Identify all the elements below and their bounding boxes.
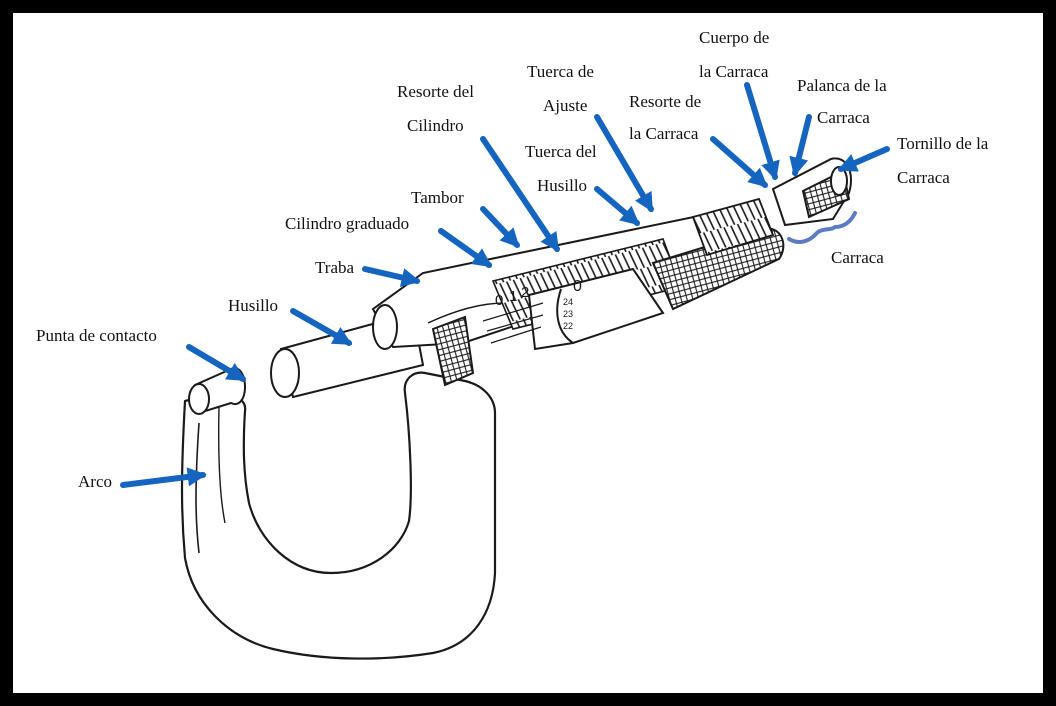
- arrow-resorte-carraca: [710, 136, 768, 188]
- thimble-number: 24: [563, 297, 573, 307]
- micrometer-illustration: 0 1 2 0 24 23 22: [120, 82, 890, 660]
- sleeve-digit: 2: [521, 284, 529, 301]
- label-tuerca-husillo-line1: Tuerca del: [525, 142, 597, 161]
- ratchet-spring: [691, 197, 775, 257]
- label-resorte-cilindro-line1: Resorte del: [397, 82, 474, 101]
- diagram-canvas: 0 1 2 0 24 23 22 Punta de contacto Arco …: [13, 13, 1043, 693]
- arrow-tornillo-carraca: [837, 146, 890, 172]
- label-husillo: Husillo: [228, 296, 279, 315]
- thimble: [482, 267, 665, 351]
- sleeve-digit: 0: [495, 292, 503, 309]
- frame-arc: [180, 371, 497, 660]
- label-arco: Arco: [78, 472, 112, 491]
- label-tornillo-carraca-line2: Carraca: [897, 168, 950, 187]
- arrow-palanca-carraca: [789, 114, 812, 177]
- label-tuerca-ajuste-line2: Ajuste: [543, 96, 588, 115]
- label-tambor: Tambor: [411, 188, 464, 207]
- arrow-tambor: [480, 206, 520, 248]
- label-tuerca-husillo-line2: Husillo: [537, 176, 588, 195]
- label-traba: Traba: [315, 258, 355, 277]
- thimble-number: 22: [563, 321, 573, 331]
- thimble-number: 23: [563, 309, 573, 319]
- label-resorte-carraca-line2: la Carraca: [629, 124, 699, 143]
- arrow-husillo: [290, 308, 353, 346]
- sleeve-digit: 1: [509, 288, 517, 305]
- lock-knurl: [431, 315, 475, 387]
- arrow-cuerpo-carraca: [744, 82, 780, 181]
- arrow-resorte-cilindro: [480, 136, 560, 253]
- label-tornillo-carraca-line1: Tornillo de la: [897, 134, 989, 153]
- carraca-brace: [787, 211, 857, 244]
- arrow-punta-contacto: [186, 344, 247, 382]
- arrow-arco: [120, 467, 207, 488]
- arrow-cilindro-graduado: [438, 228, 493, 268]
- thimble-zero: 0: [573, 278, 582, 295]
- label-resorte-carraca-line1: Resorte de: [629, 92, 702, 111]
- label-carraca: Carraca: [831, 248, 884, 267]
- label-resorte-cilindro-line2: Cilindro: [407, 116, 464, 135]
- arrow-tuerca-ajuste: [594, 114, 654, 213]
- scale-numbers: 0 1 2 0 24 23 22: [495, 278, 582, 331]
- label-palanca-carraca-line2: Carraca: [817, 108, 870, 127]
- label-tuerca-ajuste-line1: Tuerca de: [527, 62, 594, 81]
- label-palanca-carraca-line1: Palanca de la: [797, 76, 887, 95]
- label-cuerpo-carraca-line2: la Carraca: [699, 62, 769, 81]
- label-cilindro-graduado: Cilindro graduado: [285, 214, 410, 233]
- label-punta-contacto: Punta de contacto: [36, 326, 157, 345]
- label-cuerpo-carraca-line1: Cuerpo de: [699, 28, 770, 47]
- arrow-traba: [362, 266, 421, 287]
- arrow-tuerca-husillo: [594, 186, 640, 226]
